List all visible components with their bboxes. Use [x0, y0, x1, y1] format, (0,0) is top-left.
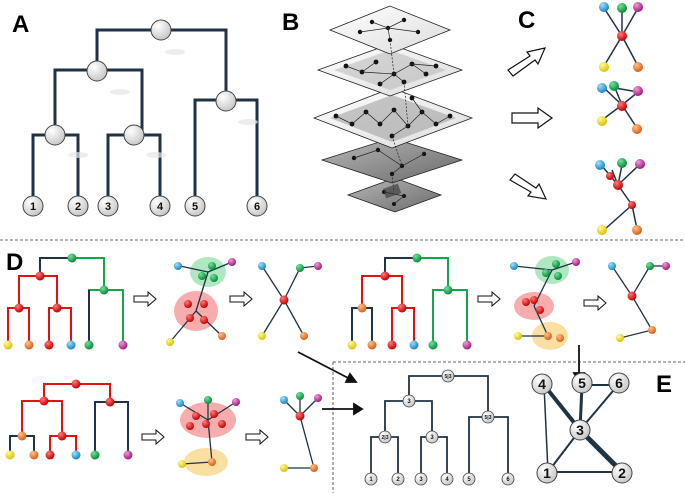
- network-e-nodes: [531, 372, 633, 484]
- tree-e-leaf-label-3: 3: [419, 477, 423, 483]
- tree-a-internal-nodes: [44, 19, 237, 146]
- tree-a-node-root: [150, 19, 172, 41]
- tree-a-leaf-6: [246, 195, 268, 217]
- network-e-label-2: 2: [618, 465, 626, 481]
- tree-e: [370, 375, 509, 478]
- d3-result-net: [280, 392, 322, 472]
- d2-cluster-net: [510, 256, 580, 350]
- tree-e-label-right: 5|3: [485, 415, 492, 421]
- tree-a-leaf-label-4: 4: [157, 201, 164, 213]
- d2-tree: [351, 257, 468, 344]
- tree-e-label-root: 5|3: [445, 374, 452, 380]
- layer-stack: [312, 5, 474, 213]
- tree-e-node-left: [402, 394, 416, 408]
- layer-4: [320, 137, 464, 184]
- tree-e-label-lr: 3: [430, 435, 434, 441]
- tree-a-leaf-label-6: 6: [254, 201, 260, 213]
- tree-a-leaf-2: [67, 195, 89, 217]
- tree-e-internal-nodes: [378, 369, 495, 444]
- tree-a-leaf-label-5: 5: [192, 201, 198, 213]
- panel-letter-a: A: [12, 11, 29, 38]
- d3-arrow-a: [141, 428, 165, 446]
- network-e-node-6: [608, 372, 630, 394]
- network-e-node-3: [569, 419, 591, 441]
- layer-3-shade: [330, 95, 456, 142]
- d2-result-net: [608, 262, 670, 342]
- network-e-label-4: 4: [538, 376, 546, 392]
- panel-letter-c: C: [518, 7, 535, 34]
- d1-tree: [7, 257, 124, 344]
- network-e-label-3: 3: [576, 422, 584, 438]
- tree-e-leaves: [364, 472, 515, 486]
- tree-a-leaf-5: [184, 195, 206, 217]
- arrow-middle: [511, 106, 554, 130]
- tree-a-leaf-3: [97, 195, 119, 217]
- tree-a-leaf-label-3: 3: [105, 201, 111, 213]
- network-e-label-5: 5: [578, 375, 586, 391]
- tree-a-leaf-label-1: 1: [30, 201, 36, 213]
- layer-1: [328, 5, 452, 55]
- tree-a-leaf-1: [22, 195, 44, 217]
- d3-tree: [9, 383, 129, 454]
- d1-arrow-b: [229, 290, 253, 308]
- tree-a-leaf-label-2: 2: [75, 201, 81, 213]
- d2-tree-nodes: [347, 253, 472, 350]
- tree-e-leaf-label-4: 4: [445, 477, 449, 483]
- arrow-upper: [507, 47, 547, 77]
- tree-a-node-left: [86, 60, 108, 82]
- tree-a-leaf-4: [149, 195, 171, 217]
- tree-e-node-ll: [378, 430, 392, 444]
- tree-a-node-right: [215, 90, 237, 112]
- tree-a-leaves: [22, 195, 268, 217]
- network-e-label-6: 6: [615, 375, 623, 391]
- tree-e-leaf-label-2: 2: [396, 477, 400, 483]
- arrows-b-c: [507, 47, 554, 200]
- network-c-3: [595, 158, 645, 235]
- tree-e-leaf-label-5: 5: [467, 477, 471, 483]
- d1-tree-nodes: [3, 253, 128, 350]
- tree-a-leaf-labels: 1 2 3 4 5 6: [30, 201, 260, 213]
- network-c-2: [597, 81, 643, 134]
- tree-e-leaf-labels: 1 2 3 4 5 6: [369, 477, 510, 483]
- tree-a-shadows: [68, 49, 258, 158]
- d1-arrow-a: [133, 290, 157, 308]
- d3-cluster-net: [176, 396, 240, 476]
- tree-e-label-ll: 2|3: [382, 435, 389, 441]
- tree-e-node-right: [481, 410, 495, 424]
- tree-e-node-root: [441, 369, 455, 383]
- tree-e-leaf-label-1: 1: [369, 477, 373, 483]
- panel-letter-e: E: [656, 371, 672, 398]
- tree-e-leaf-label-6: 6: [506, 477, 510, 483]
- panel-letter-b: B: [282, 9, 299, 36]
- tree-a-node-ll: [44, 124, 66, 146]
- d3-tree-nodes: [5, 379, 133, 460]
- network-e-labels: 4 5 6 3 1 2: [538, 375, 626, 481]
- layer-5-highlight: [382, 183, 402, 199]
- d3-arrow-b: [245, 428, 269, 446]
- d1-result-net: [258, 262, 322, 340]
- arrow-lower: [509, 173, 548, 200]
- d1-cluster-net: [166, 257, 236, 346]
- network-e-label-1: 1: [543, 465, 551, 481]
- panel-letter-d: D: [6, 249, 23, 276]
- layer-2: [316, 43, 464, 97]
- tree-e-node-lr: [425, 430, 439, 444]
- tree-e-label-left: 3: [407, 399, 411, 405]
- tree-a: [31, 28, 259, 205]
- network-c-1: [599, 2, 643, 72]
- d2-arrow-b: [583, 294, 607, 312]
- layer-2-shade: [334, 50, 446, 90]
- d2-arrow-a: [477, 290, 501, 308]
- network-e-node-2: [611, 462, 633, 484]
- network-e-node-4: [531, 373, 553, 395]
- tree-e-internal-labels: 5|3 3 5|3 2|3 3: [382, 374, 492, 441]
- network-e-node-5: [571, 372, 593, 394]
- tree-a-node-lr: [123, 124, 145, 146]
- network-e-node-1: [536, 462, 558, 484]
